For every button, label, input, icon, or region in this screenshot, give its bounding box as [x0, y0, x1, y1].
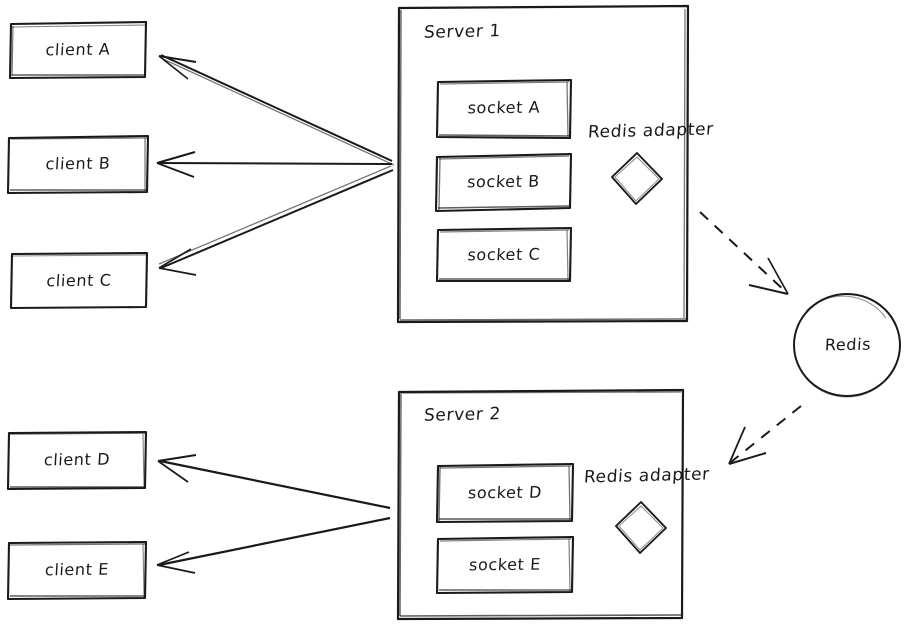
client-e-box[interactable] [6, 540, 148, 601]
socket-c-box[interactable] [435, 226, 573, 283]
arrow-server2-to-client-d [157, 454, 391, 510]
client-a-box[interactable] [8, 20, 148, 80]
socket-a-box[interactable] [435, 78, 573, 140]
redis-circle[interactable] [793, 293, 901, 398]
server-2-adapter-diamond[interactable] [615, 501, 667, 554]
socket-b-box[interactable] [434, 152, 573, 213]
arrow-server1-to-client-a [158, 54, 395, 166]
arrow-adapter1-to-redis [699, 211, 789, 295]
server-1-adapter-diamond[interactable] [611, 152, 663, 205]
client-b-box[interactable] [6, 134, 150, 195]
socket-e-box[interactable] [435, 535, 575, 595]
arrow-server1-to-client-b [156, 151, 393, 178]
client-d-box[interactable] [6, 430, 148, 491]
client-c-box[interactable] [9, 251, 149, 310]
socket-d-box[interactable] [435, 462, 575, 524]
arrow-server1-to-client-c [158, 165, 394, 276]
arrow-redis-to-adapter2 [728, 405, 802, 465]
arrow-server2-to-client-e [156, 516, 391, 574]
